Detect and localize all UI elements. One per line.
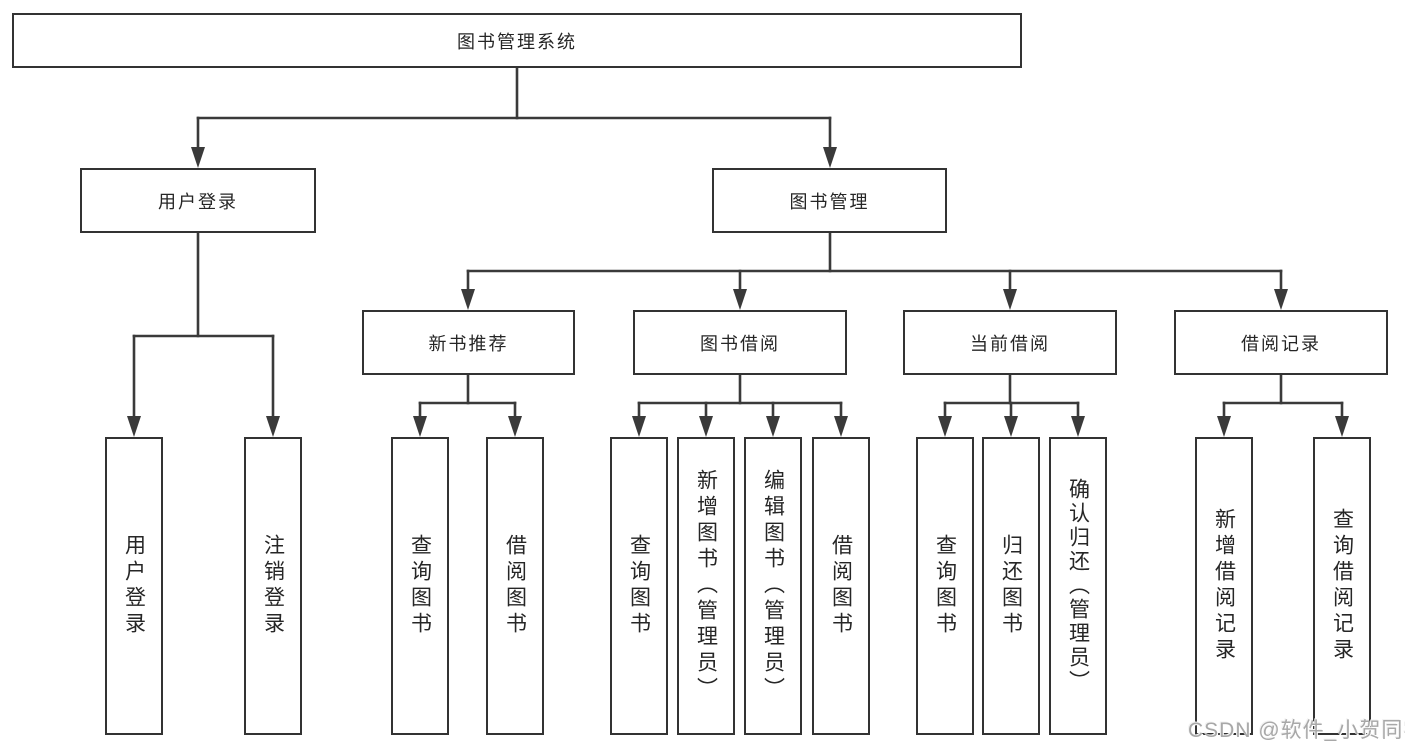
- leaf-bb-add-books-admin: 新增图书（管理员）: [677, 437, 735, 735]
- node-borrow-records: 借阅记录: [1174, 310, 1388, 375]
- node-book-management-label: 图书管理: [789, 191, 870, 212]
- leaf-bb-query-books: 查询图书: [610, 437, 668, 735]
- watermark: CSDN @软件_小贺同学: [1188, 719, 1405, 742]
- node-new-book-recommend-label: 新书推荐: [428, 333, 509, 354]
- node-current-borrow-label: 当前借阅: [970, 333, 1050, 354]
- leaf-nb-query-books-label: 查询图书: [408, 534, 432, 638]
- node-book-borrow: 图书借阅: [633, 310, 847, 375]
- leaf-bb-borrow-books-label: 借阅图书: [829, 534, 853, 638]
- arrow-icon: [413, 401, 1349, 437]
- node-borrow-records-label: 借阅记录: [1241, 333, 1321, 354]
- leaf-nb-borrow-books-label: 借阅图书: [503, 534, 527, 638]
- leaf-cb-confirm-return-admin-label: 确认归还（管理员）: [1066, 478, 1090, 694]
- node-root-label: 图书管理系统: [457, 31, 577, 52]
- leaf-bb-borrow-books: 借阅图书: [812, 437, 870, 735]
- leaf-logout: 注销登录: [244, 437, 302, 735]
- node-book-borrow-label: 图书借阅: [700, 333, 780, 354]
- node-root: 图书管理系统: [12, 13, 1022, 68]
- node-new-book-recommend: 新书推荐: [362, 310, 575, 375]
- leaf-user-login: 用户登录: [105, 437, 163, 735]
- arrow-icon: [191, 116, 837, 168]
- leaf-bb-edit-books-admin-label: 编辑图书（管理员）: [761, 469, 785, 703]
- arrow-icon: [461, 269, 1288, 310]
- leaf-cb-return-books-label: 归还图书: [999, 534, 1023, 638]
- leaf-cb-query-books: 查询图书: [916, 437, 974, 735]
- leaf-br-add-record: 新增借阅记录: [1195, 437, 1253, 735]
- leaf-cb-confirm-return-admin: 确认归还（管理员）: [1049, 437, 1107, 735]
- leaf-nb-borrow-books: 借阅图书: [486, 437, 544, 735]
- leaf-user-login-label: 用户登录: [122, 534, 146, 638]
- leaf-br-query-record: 查询借阅记录: [1313, 437, 1371, 735]
- leaf-br-add-record-label: 新增借阅记录: [1212, 508, 1236, 664]
- leaf-bb-edit-books-admin: 编辑图书（管理员）: [744, 437, 802, 735]
- leaf-logout-label: 注销登录: [261, 534, 285, 638]
- leaf-bb-add-books-admin-label: 新增图书（管理员）: [694, 469, 718, 703]
- node-user-login-label: 用户登录: [158, 191, 238, 212]
- leaf-br-query-record-label: 查询借阅记录: [1330, 508, 1354, 664]
- leaf-nb-query-books: 查询图书: [391, 437, 449, 735]
- node-user-login: 用户登录: [80, 168, 316, 233]
- arrow-icon: [127, 334, 280, 437]
- node-book-management: 图书管理: [712, 168, 947, 233]
- leaf-cb-return-books: 归还图书: [982, 437, 1040, 735]
- node-current-borrow: 当前借阅: [903, 310, 1117, 375]
- leaf-cb-query-books-label: 查询图书: [933, 534, 957, 638]
- connector-rails: [132, 66, 1344, 405]
- leaf-bb-query-books-label: 查询图书: [627, 534, 651, 638]
